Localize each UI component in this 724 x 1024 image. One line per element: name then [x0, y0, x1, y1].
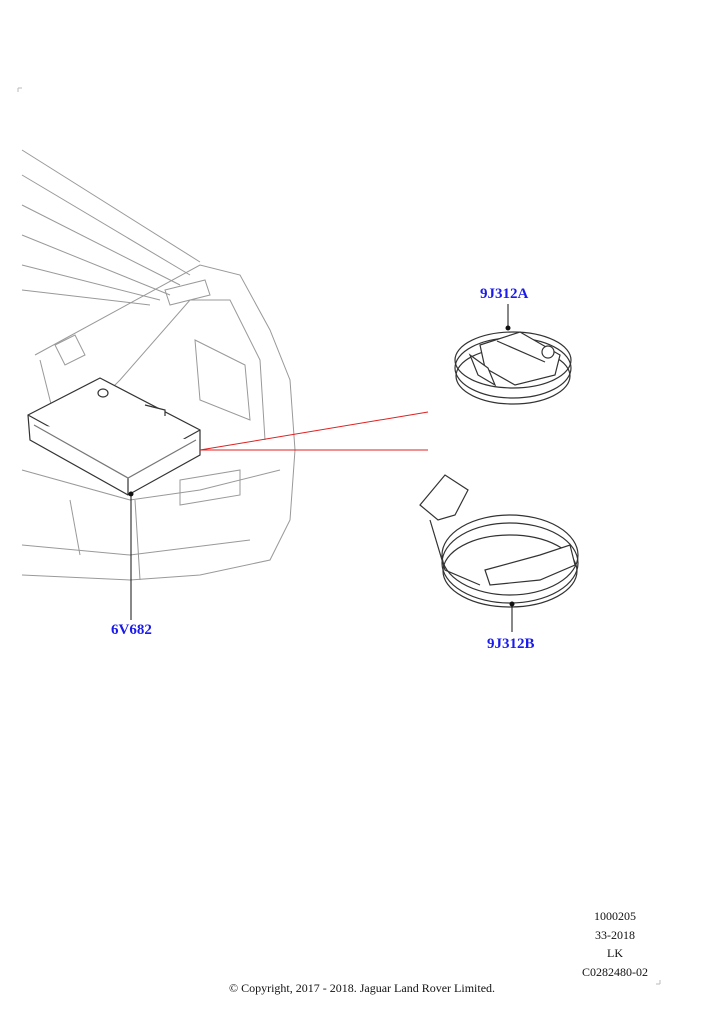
- callout-9j312a[interactable]: 9J312A: [480, 286, 529, 302]
- illustration-metadata: 1000205 33-2018 LK C0282480-02: [575, 907, 655, 981]
- meta-code: LK: [607, 946, 623, 960]
- corner-marks: [17, 87, 661, 985]
- charging-cable-b-drawing: [419, 474, 579, 608]
- callout-leaders: [128, 304, 515, 632]
- callout-9j312b[interactable]: 9J312B: [487, 636, 535, 652]
- charging-cable-a-drawing: [454, 331, 572, 405]
- callout-6v682[interactable]: 6V682: [111, 622, 152, 638]
- meta-drawing-number: C0282480-02: [582, 964, 648, 979]
- meta-date: 33-2018: [595, 927, 635, 942]
- meta-id: 1000205: [594, 909, 636, 923]
- storage-bag-drawing: [27, 377, 201, 496]
- copyright-notice: © Copyright, 2017 - 2018. Jaguar Land Ro…: [228, 981, 496, 995]
- vehicle-rear-drawing: [21, 149, 296, 581]
- red-leader-lines: [199, 411, 429, 451]
